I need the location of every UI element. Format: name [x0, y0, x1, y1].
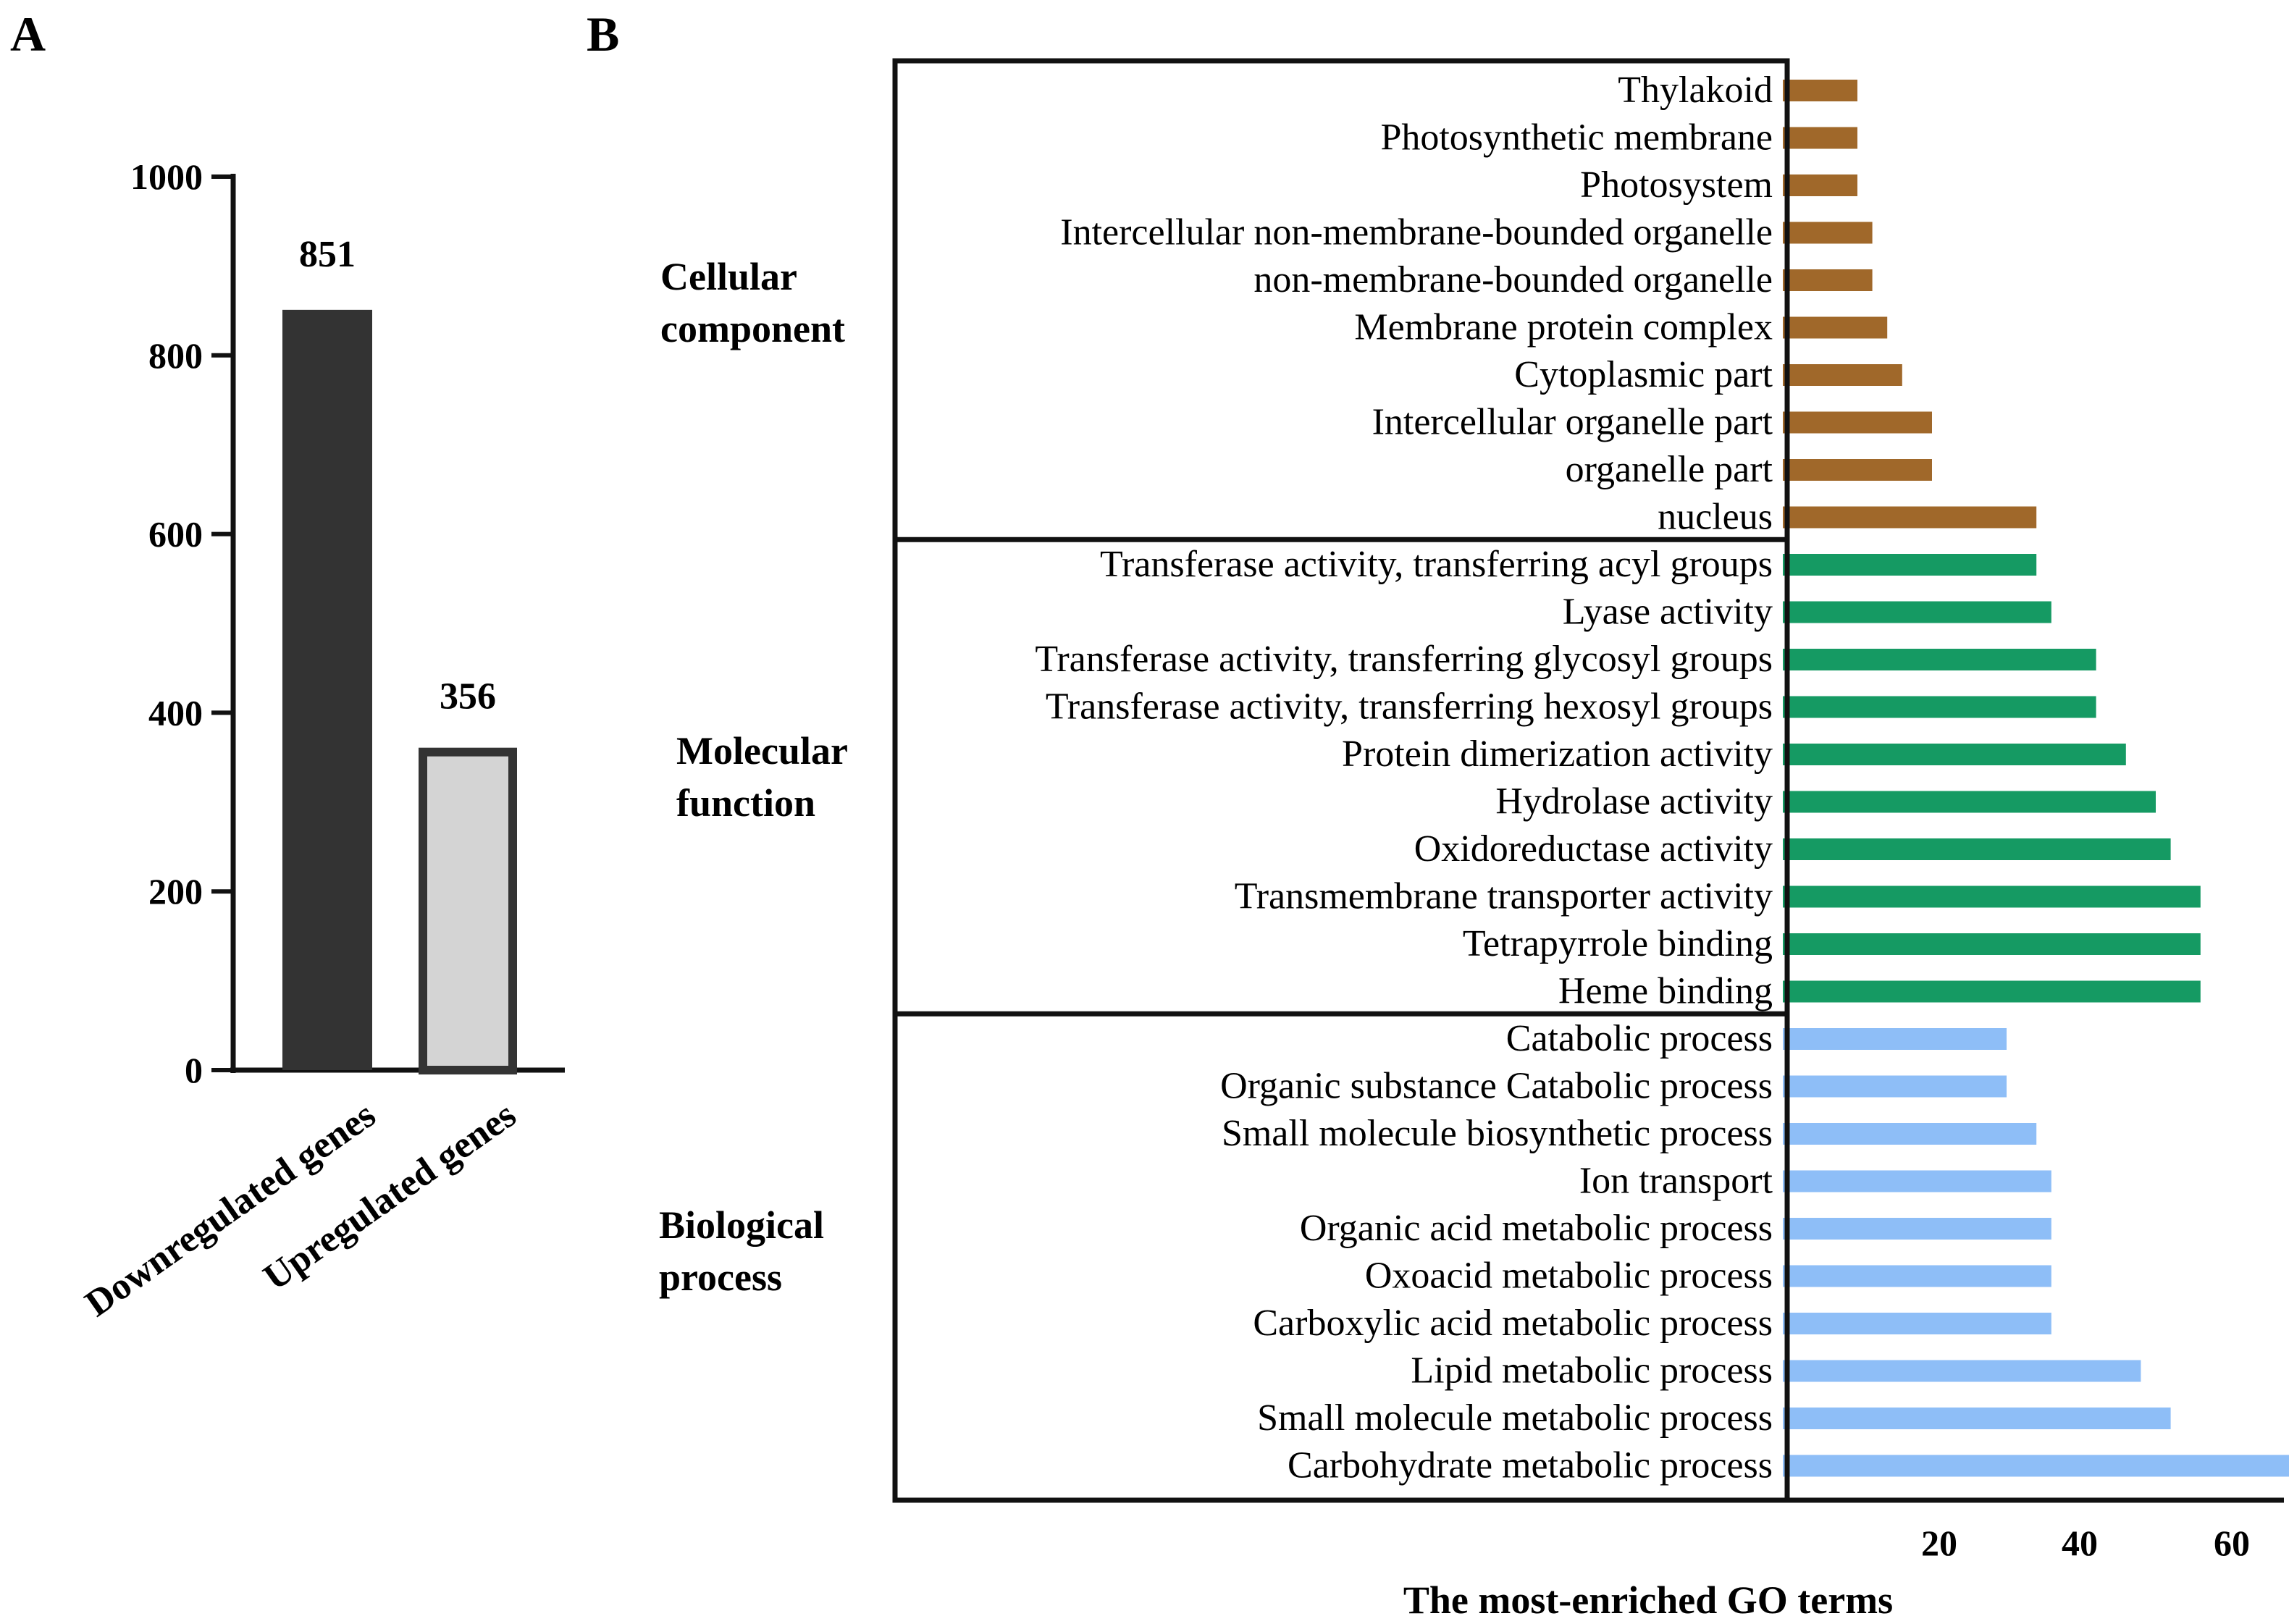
panel-a-bar — [282, 309, 372, 1071]
go-term-bar — [1783, 459, 1932, 481]
go-term-label: Transferase activity, transferring acyl … — [1100, 544, 1773, 585]
go-term-bar — [1783, 1265, 2051, 1287]
go-term-label: Lyase activity — [1563, 592, 1773, 633]
panel-b-x-tick-label: 20 — [1921, 1523, 1957, 1563]
panel-b-x-axis-label: The most-enriched GO terms — [1403, 1578, 1893, 1622]
panel-a-bar — [419, 747, 517, 1075]
go-term-label: non-membrane-bounded organelle — [1253, 259, 1773, 300]
go-term-bar — [1783, 316, 1888, 339]
panel-a-value-label: 356 — [440, 676, 496, 718]
go-term-label: Small molecule biosynthetic process — [1222, 1113, 1773, 1154]
go-term-label: Ion transport — [1579, 1161, 1773, 1202]
go-term-label: Intercellular non-membrane-bounded organ… — [1060, 212, 1773, 253]
panel-a-value-label: 851 — [299, 234, 356, 275]
go-term-bar — [1783, 269, 1873, 291]
go-term-label: Transferase activity, transferring hexos… — [1046, 686, 1773, 728]
go-term-bar — [1783, 601, 2051, 623]
go-term-label: Hydrolase activity — [1495, 781, 1773, 822]
go-term-label: Oxidoreductase activity — [1414, 828, 1773, 870]
go-term-label: Tetrapyrrole binding — [1463, 923, 1773, 964]
go-term-label: Carbohydrate metabolic process — [1288, 1445, 1773, 1486]
panel-a-y-tick-label: 800 — [148, 335, 203, 376]
go-term-bar — [1783, 506, 2037, 529]
go-term-bar — [1783, 554, 2037, 576]
go-term-label: Transferase activity, transferring glyco… — [1035, 639, 1773, 680]
panel-b-x-tick-label: 40 — [2062, 1523, 2098, 1563]
go-term-bar — [1783, 364, 1902, 386]
go-term-label: Organic acid metabolic process — [1300, 1208, 1773, 1249]
go-group-name: Cellular — [660, 255, 797, 298]
go-term-bar — [1783, 411, 1932, 434]
go-term-label: Transmembrane transporter activity — [1235, 876, 1773, 917]
go-term-label: Organic substance Catabolic process — [1220, 1066, 1773, 1107]
go-term-bar — [1783, 1408, 2171, 1429]
go-term-bar — [1783, 933, 2201, 955]
go-term-bar — [1783, 744, 2126, 765]
go-term-label: Heme binding — [1558, 971, 1773, 1012]
go-term-label: Thylakoid — [1618, 70, 1773, 111]
go-term-bar — [1783, 1455, 2289, 1477]
go-term-label: Protein dimerization activity — [1342, 733, 1773, 775]
panel-a-y-tick-label: 0 — [185, 1050, 203, 1090]
panel-a-category-label: Upregulated genes — [256, 1094, 524, 1298]
go-term-bar — [1783, 1218, 2051, 1240]
go-term-bar — [1783, 1123, 2037, 1145]
go-term-label: organelle part — [1566, 449, 1773, 490]
go-term-bar — [1783, 885, 2201, 908]
go-term-bar — [1783, 1028, 2007, 1050]
go-term-bar — [1783, 127, 1857, 149]
go-group-name: process — [659, 1255, 782, 1299]
go-term-bar — [1783, 1313, 2051, 1334]
go-term-box — [892, 58, 1790, 1503]
go-term-bar — [1783, 174, 1857, 196]
go-term-bar — [1783, 1170, 2051, 1192]
go-term-label: Cytoplasmic part — [1514, 354, 1773, 395]
go-term-label: Lipid metabolic process — [1411, 1350, 1773, 1392]
panel-a-y-tick-label: 200 — [148, 871, 203, 912]
go-term-bar — [1783, 696, 2096, 718]
go-group-name: Biological — [659, 1203, 824, 1247]
panel-a-y-tick-label: 1000 — [130, 156, 203, 197]
go-term-bar — [1783, 649, 2096, 670]
go-term-label: Catabolic process — [1506, 1018, 1773, 1059]
go-term-bar — [1783, 222, 1873, 244]
panel-b-x-tick-label: 60 — [2214, 1523, 2250, 1563]
go-term-label: nucleus — [1658, 497, 1773, 538]
go-term-label: Photosynthetic membrane — [1380, 117, 1773, 159]
panel-a-letter: A — [10, 7, 46, 62]
panel-a-y-tick-label: 400 — [148, 692, 203, 733]
go-term-bar — [1783, 1360, 2141, 1382]
go-term-bar — [1783, 838, 2171, 860]
go-group-name: function — [676, 781, 815, 825]
go-group-name: Molecular — [676, 729, 848, 773]
go-term-label: Small molecule metabolic process — [1257, 1397, 1773, 1439]
go-term-bar — [1783, 980, 2201, 1003]
go-term-label: Carboxylic acid metabolic process — [1253, 1303, 1773, 1344]
panel-a-y-tick-label: 600 — [148, 514, 203, 555]
panel-b-letter: B — [587, 7, 619, 62]
go-term-label: Intercellular organelle part — [1372, 402, 1773, 443]
go-term-bar — [1783, 791, 2156, 813]
go-term-bar — [1783, 1075, 2007, 1098]
go-term-label: Oxoacid metabolic process — [1365, 1255, 1773, 1297]
go-term-bar — [1783, 80, 1857, 101]
go-term-label: Photosystem — [1580, 164, 1773, 206]
go-group-name: component — [660, 307, 845, 350]
go-term-label: Membrane protein complex — [1354, 307, 1773, 348]
